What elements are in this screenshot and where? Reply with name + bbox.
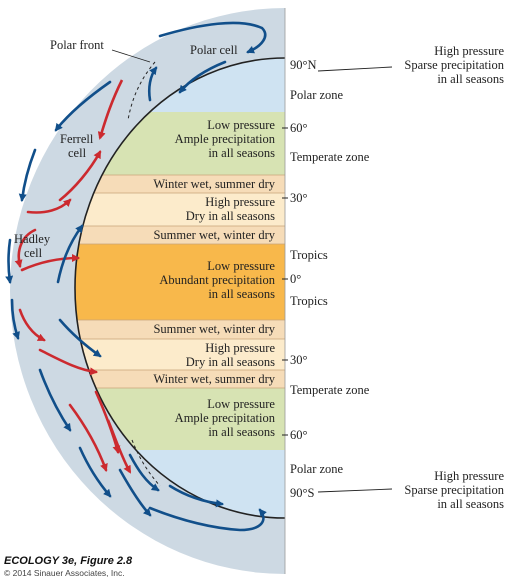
caption-title: ECOLOGY 3e, Figure 2.8 [4, 555, 133, 567]
polar-cell-north-arrows [147, 21, 267, 102]
caption-copyright: © 2014 Sinauer Associates, Inc. [4, 568, 125, 578]
label-polar-front: Polar front [50, 38, 104, 52]
pole-south-text: High pressure Sparse precipitation in al… [404, 469, 504, 511]
band-summer-wet-south [75, 320, 285, 339]
lat-equator: 0° [290, 272, 302, 286]
band-text-north-high: High pressure Dry in all seasons [185, 195, 275, 223]
figure-caption: ECOLOGY 3e, Figure 2.8 © 2014 Sinauer As… [4, 555, 132, 578]
lat-60s: 60° [290, 428, 308, 442]
zone-polar-north: Polar zone [290, 88, 344, 102]
latitude-ticks [282, 127, 288, 436]
lat-90s: 90°S [290, 486, 315, 500]
band-winter-wet-south [75, 370, 285, 388]
band-text-south-temperate: Low pressure Ample precipitation in all … [174, 397, 275, 439]
band-text-north-summer-wet: Summer wet, winter dry [153, 228, 275, 242]
lat-30n: 30° [290, 191, 308, 205]
label-polar-cell: Polar cell [190, 43, 238, 57]
ferrell-cell-north-arrows [18, 80, 112, 214]
zone-temperate-south: Temperate zone [290, 383, 370, 397]
polar-cell-south-arrows [118, 453, 267, 532]
lat-90n: 90°N [290, 58, 317, 72]
polar-front-leader [111, 49, 151, 63]
band-text-south-summer-wet: Summer wet, winter dry [153, 322, 275, 336]
band-text-north-winter-wet: Winter wet, summer dry [153, 177, 275, 191]
band-winter-wet-north [75, 175, 285, 193]
band-text-equator: Low pressure Abundant precipitation in a… [159, 259, 275, 301]
zone-tropics-north: Tropics [290, 248, 328, 262]
pole-north-text: High pressure Sparse precipitation in al… [404, 44, 504, 86]
band-text-south-winter-wet: Winter wet, summer dry [153, 372, 275, 386]
band-text-north-temperate: Low pressure Ample precipitation in all … [174, 118, 275, 160]
label-hadley-1: Hadley [14, 232, 51, 246]
zone-tropics-south: Tropics [290, 294, 328, 308]
label-ferrell-1: Ferrell [60, 132, 94, 146]
lat-30s: 30° [290, 353, 308, 367]
label-hadley-2: cell [24, 246, 43, 260]
band-high-pressure-north [75, 193, 285, 226]
label-ferrell-2: cell [68, 146, 87, 160]
band-text-south-high: High pressure Dry in all seasons [185, 341, 275, 369]
leader-south [317, 488, 393, 493]
zone-temperate-north: Temperate zone [290, 150, 370, 164]
zone-polar-south: Polar zone [290, 462, 344, 476]
leader-north [317, 66, 393, 72]
band-tropics [75, 244, 285, 320]
band-high-pressure-south [75, 339, 285, 370]
hadley-cell-south-arrows [10, 298, 102, 376]
hadley-cell-north-arrows [5, 224, 84, 284]
band-summer-wet-north [75, 226, 285, 244]
lat-60n: 60° [290, 121, 308, 135]
